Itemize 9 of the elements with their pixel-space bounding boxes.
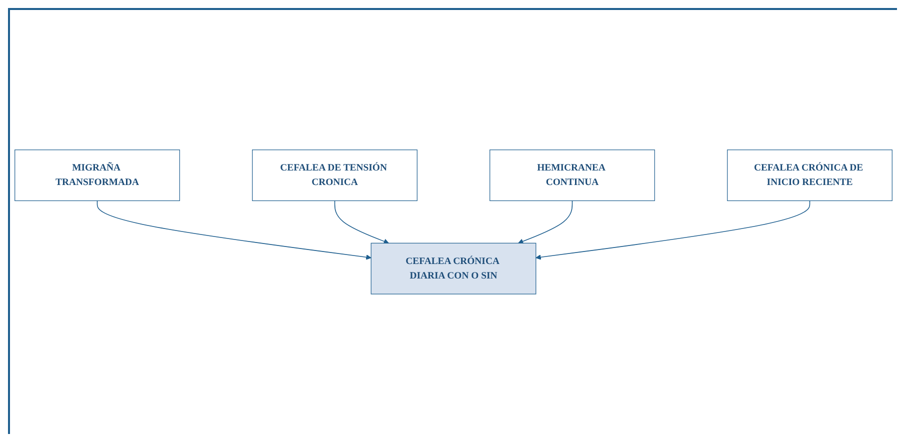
node-box: CEFALEA DE TENSIÓN CRONICA	[252, 150, 418, 202]
node-box: CEFALEA CRÓNICA DE INICIO RECIENTE	[727, 150, 892, 202]
arrow	[518, 200, 573, 244]
node-box: HEMICRANEA CONTINUA	[490, 150, 655, 202]
node-box: MIGRAÑA TRANSFORMADA	[14, 150, 180, 202]
arrow	[536, 200, 810, 260]
arrow	[96, 200, 372, 260]
node-box: CEFALEA CRÓNICA DIARIA CON O SIN	[370, 242, 536, 294]
arrow	[334, 200, 389, 244]
